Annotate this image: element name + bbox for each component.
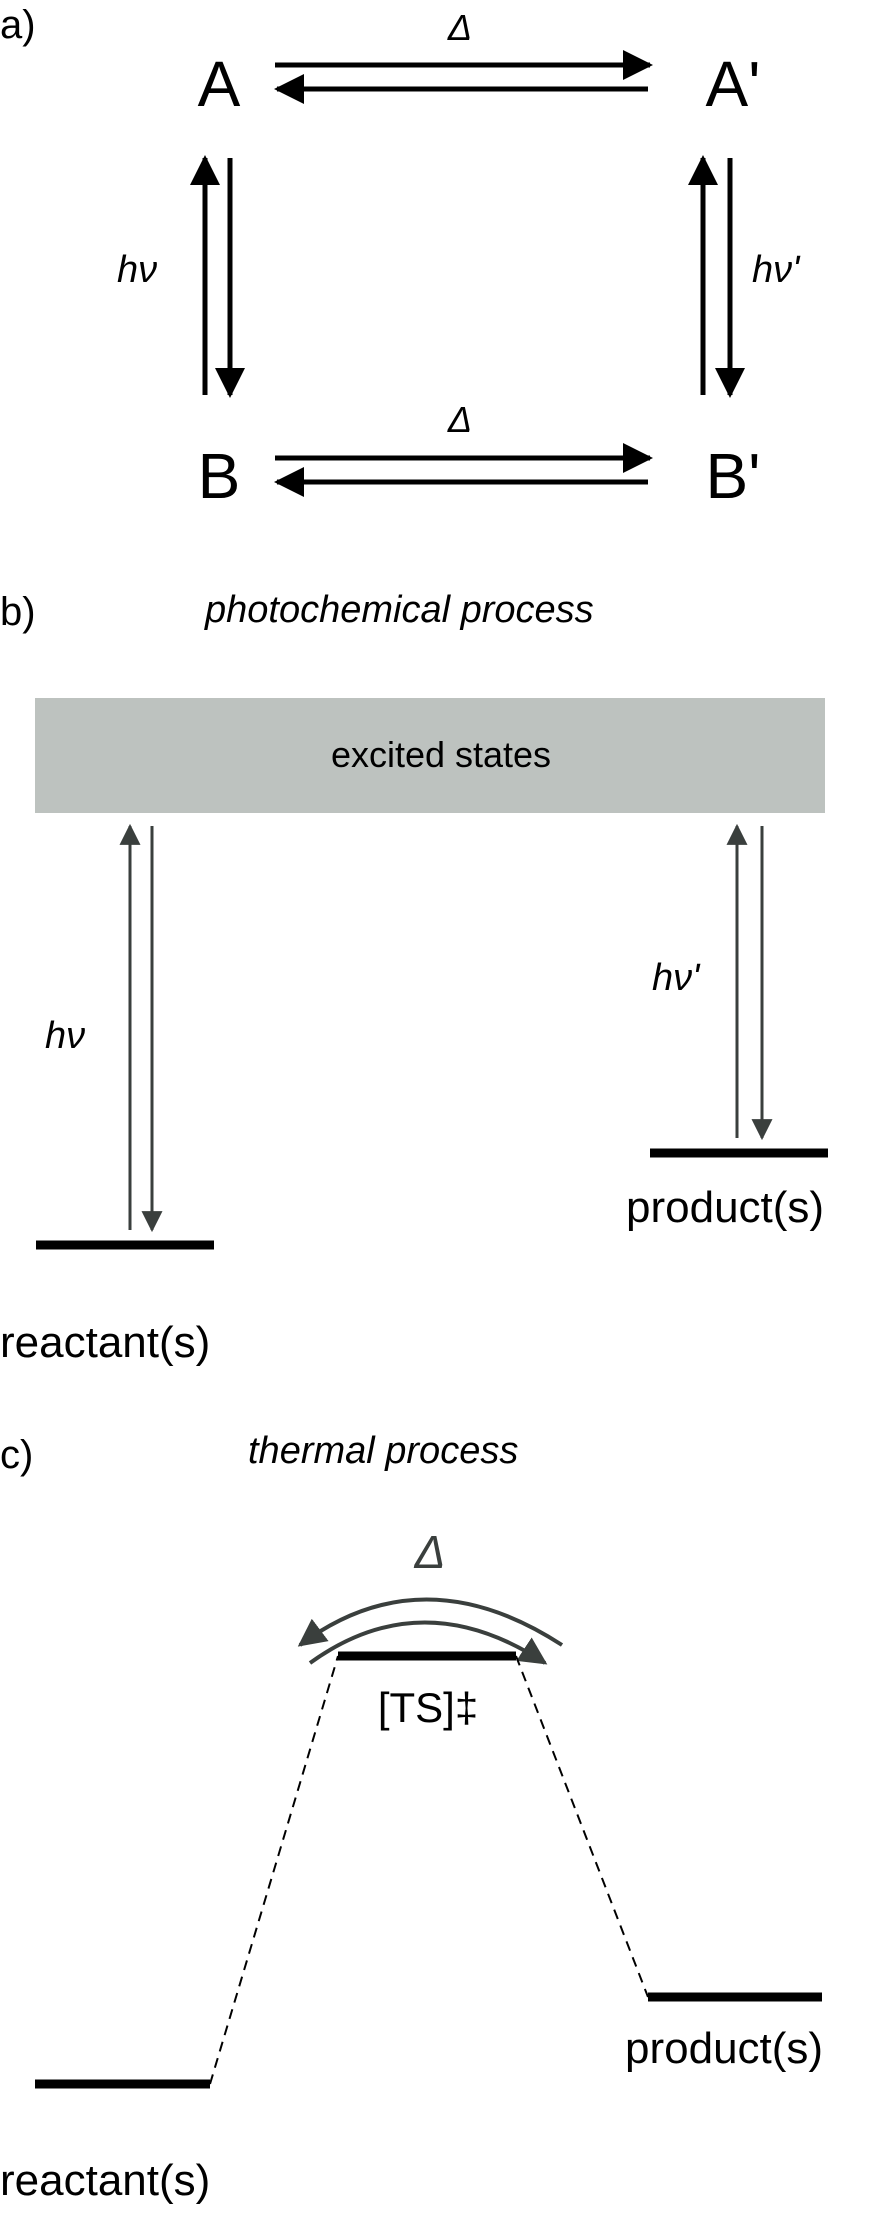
node-a-prime: A' bbox=[706, 48, 761, 120]
node-b-prime: B' bbox=[706, 440, 761, 512]
excited-states-band bbox=[35, 698, 825, 813]
curved-arrow-forward bbox=[308, 1620, 548, 1665]
delta-label-c: Δ bbox=[414, 1526, 446, 1578]
panel-b-label: b) bbox=[0, 590, 36, 634]
product-label-c: product(s) bbox=[625, 2024, 823, 2073]
delta-top-label: Δ bbox=[447, 7, 472, 48]
panel-c-title: thermal process bbox=[248, 1430, 518, 1472]
panel-a-label: a) bbox=[0, 3, 36, 47]
dashed-connector-left bbox=[209, 1655, 339, 2085]
node-b: B bbox=[198, 440, 241, 512]
panel-c-label: c) bbox=[0, 1433, 33, 1477]
hv-left-label-a: hν bbox=[117, 249, 157, 291]
excited-states-label: excited states bbox=[331, 734, 551, 775]
panel-c: c) thermal process Δ [TS]‡ reactant(s) p… bbox=[0, 1430, 823, 2205]
curved-arrow-reverse bbox=[297, 1597, 564, 1647]
panel-b: b) photochemical process excited states … bbox=[0, 589, 828, 1367]
reactant-label-b: reactant(s) bbox=[0, 1318, 210, 1367]
delta-bottom-label: Δ bbox=[447, 399, 472, 440]
hv-right-label-b: hν' bbox=[652, 957, 701, 999]
panel-a: a) A A' B B' Δ Δ hν hν' bbox=[0, 3, 801, 512]
hv-right-label-a: hν' bbox=[752, 249, 801, 291]
reactant-label-c: reactant(s) bbox=[0, 2156, 210, 2205]
transition-state-label: [TS]‡ bbox=[378, 1684, 478, 1731]
product-label-b: product(s) bbox=[626, 1183, 824, 1232]
hv-left-label-b: hν bbox=[45, 1015, 85, 1057]
panel-b-title: photochemical process bbox=[204, 589, 594, 631]
dashed-connector-right bbox=[515, 1655, 649, 1998]
node-a: A bbox=[198, 48, 241, 120]
